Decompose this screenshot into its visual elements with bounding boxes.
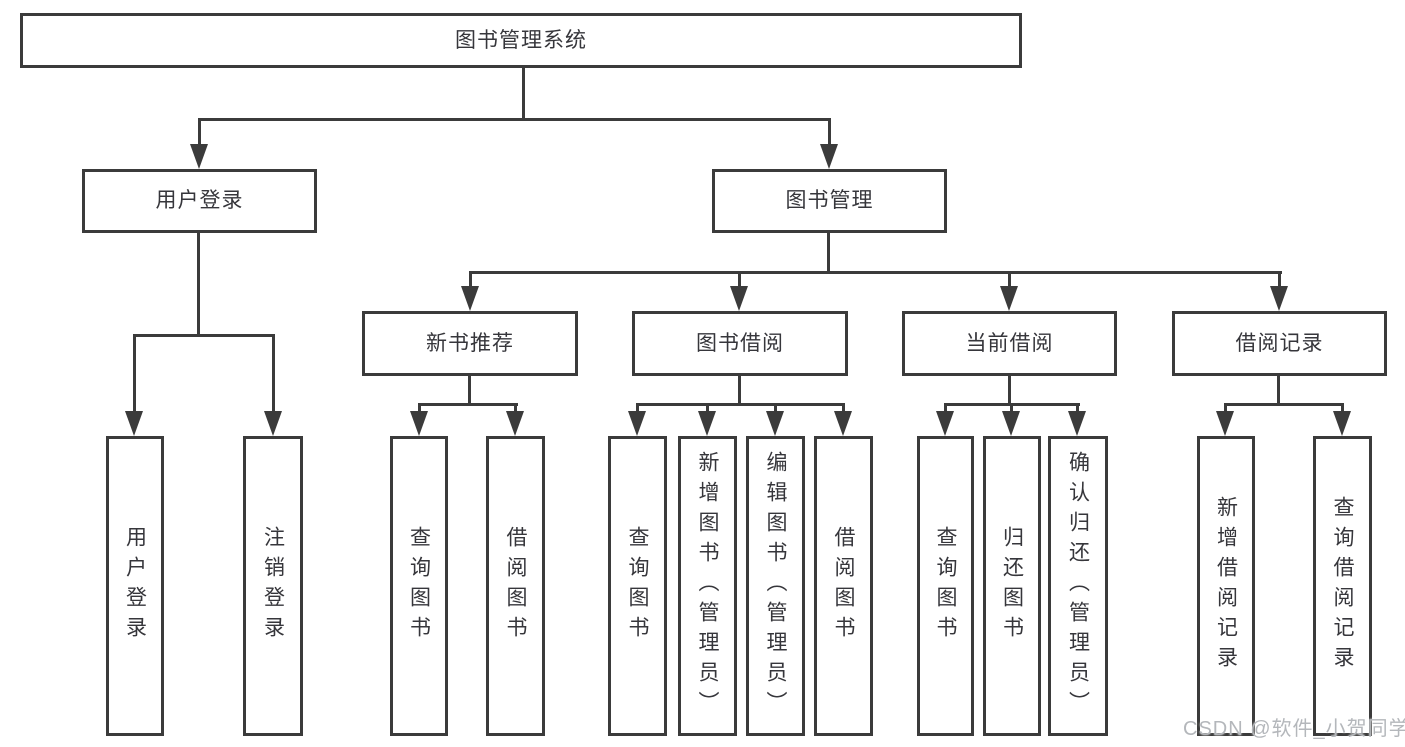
leaf-query-books-recommend-label: 查询图书 — [407, 526, 431, 646]
leaf-query-books-current-label: 查询图书 — [934, 526, 957, 646]
leaf-logout: 注销登录 — [243, 436, 303, 736]
arrow-down-icon — [730, 286, 748, 311]
leaf-logout-label: 注销登录 — [261, 526, 285, 646]
connector-line — [738, 376, 741, 406]
connector-line — [1224, 403, 1227, 415]
arrow-down-icon — [1333, 411, 1351, 436]
arrow-down-icon — [628, 411, 646, 436]
connector-line — [469, 271, 1282, 274]
arrow-down-icon — [1000, 286, 1018, 311]
leaf-query-books-borrow: 查询图书 — [608, 436, 667, 736]
connector-line — [418, 403, 421, 415]
node-root-system: 图书管理系统 — [20, 13, 1022, 68]
connector-line — [1010, 403, 1013, 415]
connector-line — [522, 68, 525, 121]
leaf-query-books-recommend: 查询图书 — [390, 436, 448, 736]
connector-line — [272, 334, 275, 414]
connector-line — [1008, 271, 1011, 289]
leaf-borrow-books-recommend: 借阅图书 — [486, 436, 545, 736]
arrow-down-icon — [1002, 411, 1020, 436]
node-current-borrowing-label: 当前借阅 — [965, 331, 1054, 355]
node-book-management: 图书管理 — [712, 169, 947, 233]
connector-line — [774, 403, 777, 415]
connector-line — [944, 403, 947, 415]
leaf-query-books-current: 查询图书 — [917, 436, 974, 736]
connector-line — [1008, 376, 1011, 406]
leaf-return-book-label: 归还图书 — [1000, 526, 1024, 646]
node-user-login-label: 用户登录 — [155, 189, 244, 213]
arrow-down-icon — [834, 411, 852, 436]
leaf-borrow-books-recommend-label: 借阅图书 — [504, 526, 527, 646]
connector-line — [827, 233, 830, 273]
leaf-edit-book-admin: 编辑图书（管理员） — [746, 436, 805, 736]
arrow-down-icon — [461, 286, 479, 311]
connector-line — [198, 118, 201, 148]
arrow-down-icon — [125, 411, 143, 436]
connector-line — [133, 334, 275, 337]
arrow-down-icon — [936, 411, 954, 436]
node-root-label: 图书管理系统 — [455, 28, 587, 52]
arrow-down-icon — [190, 144, 208, 169]
leaf-borrow-books-label: 借阅图书 — [832, 526, 855, 646]
node-borrowing-records-label: 借阅记录 — [1235, 331, 1324, 355]
connector-line — [636, 403, 639, 415]
node-book-borrowing-label: 图书借阅 — [696, 331, 784, 355]
connector-line — [636, 403, 844, 406]
csdn-watermark: CSDN @软件_小贺同学 — [1183, 718, 1405, 740]
arrow-down-icon — [264, 411, 282, 436]
arrow-down-icon — [506, 411, 524, 436]
leaf-user-login: 用户登录 — [106, 436, 164, 736]
connector-line — [706, 403, 709, 415]
connector-line — [1341, 403, 1344, 415]
connector-line — [133, 334, 136, 414]
node-borrowing-records: 借阅记录 — [1172, 311, 1387, 376]
connector-line — [738, 271, 741, 289]
leaf-confirm-return-admin-label: 确认归还（管理员） — [1066, 451, 1090, 721]
leaf-add-borrow-record-label: 新增借阅记录 — [1214, 496, 1238, 676]
leaf-return-book: 归还图书 — [983, 436, 1041, 736]
leaf-add-book-admin: 新增图书（管理员） — [678, 436, 737, 736]
leaf-query-borrow-record-label: 查询借阅记录 — [1331, 496, 1354, 676]
arrow-down-icon — [698, 411, 716, 436]
connector-line — [828, 118, 831, 148]
connector-line — [418, 403, 518, 406]
node-book-management-label: 图书管理 — [785, 189, 874, 213]
leaf-query-books-borrow-label: 查询图书 — [626, 526, 649, 646]
leaf-confirm-return-admin: 确认归还（管理员） — [1048, 436, 1108, 736]
arrow-down-icon — [820, 144, 838, 169]
connector-line — [1224, 403, 1344, 406]
node-new-book-recommend: 新书推荐 — [362, 311, 578, 376]
connector-line — [469, 271, 472, 289]
arrow-down-icon — [1068, 411, 1086, 436]
connector-line — [198, 118, 831, 121]
leaf-add-borrow-record: 新增借阅记录 — [1197, 436, 1255, 736]
leaf-add-book-admin-label: 新增图书（管理员） — [696, 451, 719, 721]
connector-line — [468, 376, 471, 406]
arrow-down-icon — [410, 411, 428, 436]
node-current-borrowing: 当前借阅 — [902, 311, 1117, 376]
node-new-book-recommend-label: 新书推荐 — [426, 331, 514, 355]
arrow-down-icon — [1216, 411, 1234, 436]
leaf-borrow-books: 借阅图书 — [814, 436, 873, 736]
connector-line — [1277, 376, 1280, 406]
leaf-edit-book-admin-label: 编辑图书（管理员） — [764, 451, 787, 721]
leaf-user-login-label: 用户登录 — [123, 526, 147, 646]
connector-line — [1076, 403, 1079, 415]
arrow-down-icon — [766, 411, 784, 436]
connector-line — [197, 233, 200, 337]
connector-line — [1278, 271, 1281, 289]
leaf-query-borrow-record: 查询借阅记录 — [1313, 436, 1372, 736]
node-book-borrowing: 图书借阅 — [632, 311, 848, 376]
connector-line — [842, 403, 845, 415]
arrow-down-icon — [1270, 286, 1288, 311]
connector-line — [514, 403, 517, 415]
node-user-login: 用户登录 — [82, 169, 317, 233]
